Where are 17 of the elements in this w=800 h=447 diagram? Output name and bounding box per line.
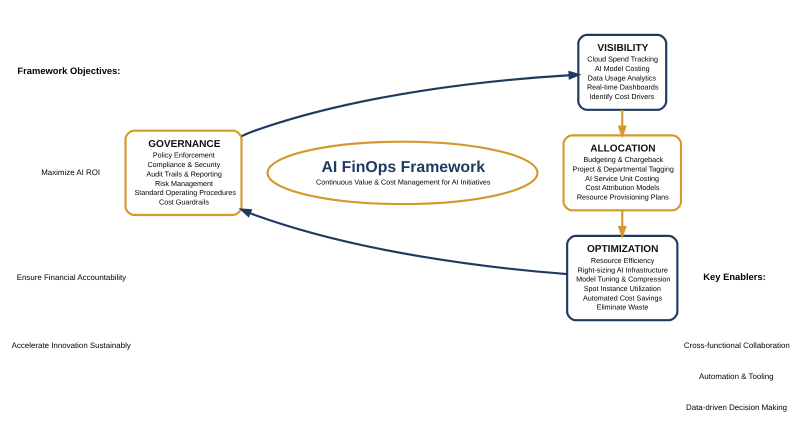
label: Automation & Tooling <box>698 372 774 381</box>
node-ellipse: AI FinOps Framework Continuous Value & Cost Management for AI Initiatives <box>266 140 539 205</box>
node-box: ALLOCATION Budgeting & Chargeback Project & Departmental Tagging AI Service Unit Costing Cost Attribution Models Resource Provisioning Plans <box>562 134 682 211</box>
node-box: VISIBILITY Cloud Spend Tracking AI Model Costing Data Usage Analytics Real-time Dashboards Identify Cost Drivers <box>577 33 668 110</box>
arrow <box>618 109 627 138</box>
label: Ensure Financial Accountability <box>16 272 126 282</box>
arrow <box>241 70 582 137</box>
node-box: GOVERNANCE Policy Enforcement Compliance & Security Audit Trails & Reporting Risk Management Standard Operating Procedures Cost Guardrails <box>124 129 243 216</box>
arrow <box>618 210 627 238</box>
label: Framework Objectives: <box>17 66 120 76</box>
arrow <box>238 208 567 275</box>
label: Key Enablers: <box>703 271 766 282</box>
label: Maximize AI ROI <box>41 167 100 176</box>
node-box: OPTIMIZATION Resource Efficiency Right-sizing AI Infrastructure Model Tuning & Compression Spot Instance Utilization Automated Cost Savings Eliminate Waste <box>566 234 678 321</box>
label: Accelerate Innovation Sustainably <box>12 340 131 350</box>
label: Data-driven Decision Making <box>686 402 788 412</box>
label: Cross-functional Collaboration <box>684 340 790 350</box>
